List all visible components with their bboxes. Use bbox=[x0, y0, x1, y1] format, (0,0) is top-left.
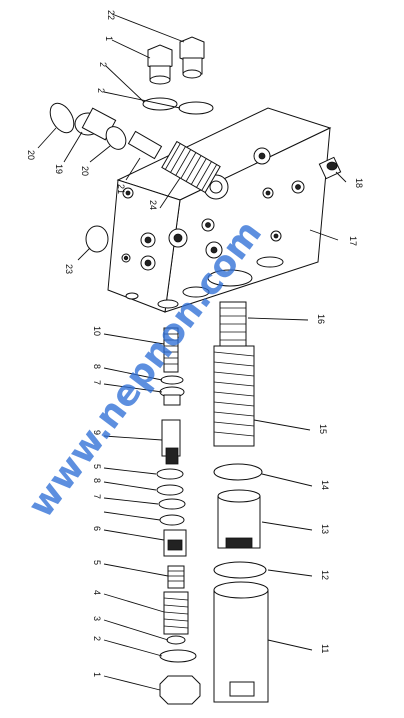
callout-14: 14 bbox=[320, 480, 330, 490]
callout-22: 22 bbox=[106, 10, 116, 20]
callout-19: 19 bbox=[54, 164, 64, 174]
top-cartridge-parts bbox=[142, 36, 214, 115]
valve-block bbox=[107, 107, 332, 313]
callout-2-bottom: 2 bbox=[92, 636, 102, 641]
callout-4: 4 bbox=[92, 590, 102, 595]
callout-7-upper: 7 bbox=[92, 380, 102, 385]
callout-5-mid: 5 bbox=[92, 464, 102, 469]
filter-screen bbox=[161, 140, 221, 194]
callout-5: 5 bbox=[92, 560, 102, 565]
callout-20-right: 20 bbox=[80, 166, 90, 176]
callout-9: 9 bbox=[92, 430, 102, 435]
left-stack-parts bbox=[156, 327, 201, 705]
callout-24: 24 bbox=[148, 200, 158, 210]
callout-labels: 22 1 2 2 20 19 20 21 24 23 18 17 16 15 1… bbox=[26, 10, 364, 677]
leader-lines bbox=[37, 13, 347, 691]
callout-11: 11 bbox=[320, 644, 330, 653]
callout-23: 23 bbox=[64, 264, 74, 274]
callout-1-top: 1 bbox=[104, 36, 114, 41]
callout-2-top-b: 2 bbox=[96, 88, 106, 93]
callout-21: 21 bbox=[116, 184, 126, 194]
callout-6: 6 bbox=[92, 526, 102, 531]
callout-12: 12 bbox=[320, 570, 330, 580]
callout-3: 3 bbox=[92, 616, 102, 621]
callout-15: 15 bbox=[318, 424, 328, 434]
callout-10: 10 bbox=[92, 326, 102, 336]
callout-2-top-a: 2 bbox=[98, 62, 108, 67]
plug-part bbox=[318, 156, 342, 180]
callout-20-left: 20 bbox=[26, 150, 36, 160]
callout-7-lower: 7 bbox=[92, 494, 102, 499]
callout-18: 18 bbox=[354, 178, 364, 188]
callout-17: 17 bbox=[348, 236, 358, 246]
callout-16: 16 bbox=[316, 314, 326, 324]
right-stack-parts bbox=[213, 301, 269, 703]
callout-8-upper: 8 bbox=[92, 364, 102, 369]
callout-1-bottom: 1 bbox=[92, 672, 102, 677]
side-cartridge-parts bbox=[49, 102, 221, 253]
callout-13: 13 bbox=[320, 524, 330, 534]
callout-8-lower: 8 bbox=[92, 478, 102, 483]
